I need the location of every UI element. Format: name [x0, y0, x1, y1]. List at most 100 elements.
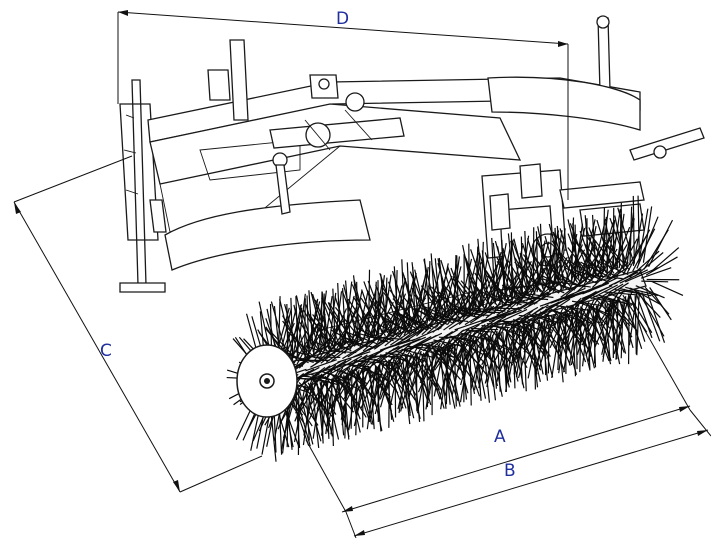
brush-bristle [352, 296, 381, 338]
brush-bristle [282, 320, 311, 358]
brush-bristle [581, 296, 606, 346]
brush-bristle [457, 329, 483, 372]
brush-bristle [527, 319, 541, 379]
brush-bristle [497, 290, 528, 304]
brush-bristle [524, 231, 528, 293]
brush-bristle [487, 336, 497, 401]
brush-bristle [523, 316, 553, 331]
brush-bristle [627, 296, 630, 365]
brush-bristle [646, 290, 666, 343]
brush-bristle [360, 297, 386, 337]
brush-bristle [319, 334, 352, 352]
brush-bristle [626, 229, 651, 274]
brush-bristle [596, 219, 613, 271]
brush-bristle [569, 223, 591, 278]
brush-bristle [414, 273, 427, 327]
brush-bristle [474, 307, 506, 312]
brush-bristle [543, 298, 571, 318]
brush-bristle [395, 346, 419, 384]
brush-bristle [419, 339, 446, 384]
brush-bristle [370, 336, 405, 340]
brush-bristle [541, 308, 564, 354]
brush-bristle [304, 385, 322, 442]
brush-bristle [439, 342, 455, 400]
brush-bristle [486, 275, 513, 304]
brush-bristle [392, 298, 422, 329]
brush-bristle [641, 280, 669, 283]
brush-bristle [337, 354, 368, 375]
brush-bristle [447, 324, 480, 348]
brush-bristle [419, 266, 429, 325]
brush-bristle [474, 272, 498, 306]
brush-bristle [563, 302, 585, 345]
brush-bristle [379, 272, 400, 330]
brush-bristle [308, 314, 333, 351]
brush-bristle [521, 243, 539, 292]
brush-bristle [619, 269, 649, 284]
brush-bristle [397, 354, 412, 410]
brush-bristle [590, 284, 618, 300]
brush-bristle [581, 301, 609, 318]
brush-bristle [440, 259, 459, 314]
brush-bristle [478, 254, 489, 309]
brush-bristle [506, 259, 530, 297]
brush-bristle [571, 313, 577, 377]
dimension-a: A [305, 321, 691, 513]
spring-assembly [269, 92, 405, 215]
brush-bristle [449, 332, 472, 371]
brush-bristle [423, 289, 454, 320]
brush-bristle [344, 280, 351, 342]
brush-bristle [298, 320, 322, 355]
brush-bristle [373, 330, 401, 350]
brush-bristle [629, 206, 633, 265]
brush-bristle [460, 280, 487, 311]
brush-bristle [510, 240, 524, 295]
brush-bristle [635, 285, 665, 299]
brush-bristle [596, 283, 624, 301]
brush-bristle [648, 219, 674, 268]
brush-bristle [584, 293, 610, 332]
brush-bristle [587, 261, 618, 278]
brush-bristle [316, 367, 344, 410]
brush-bristle [505, 330, 519, 382]
brush-bristle [564, 290, 592, 300]
brush-bristle [447, 309, 480, 318]
motor-housing [481, 127, 705, 327]
brush-bristle [518, 325, 538, 375]
brush-bristle [427, 285, 450, 319]
brush-bristle [403, 336, 432, 352]
brush-bristle [305, 359, 337, 372]
brush-bristle [400, 313, 432, 330]
brush-bristle [295, 375, 318, 414]
brush-bristle [650, 247, 680, 273]
brush-bristle [563, 310, 574, 373]
brush-bristle [367, 280, 389, 334]
lift-arm [487, 15, 641, 131]
brush-bristle [397, 336, 426, 350]
brush-bristle [290, 297, 294, 358]
brush-bristle [292, 385, 319, 426]
brush-bristle [551, 240, 578, 283]
brush-bristle [649, 287, 672, 321]
brush-bristle [514, 257, 536, 295]
brush-bristle [511, 240, 533, 294]
brush-bristle [470, 249, 490, 305]
brush-bristle [423, 259, 439, 319]
dimension-label-a: A [494, 427, 506, 447]
brush-bristle [632, 228, 656, 272]
brush-bristle [309, 317, 338, 351]
brush-bristle [375, 284, 394, 332]
brush-bristle [330, 375, 340, 435]
brush-bristle [279, 299, 295, 358]
brush-bristle [423, 258, 431, 320]
brush-bristle [303, 380, 317, 436]
brush-bristle [604, 302, 625, 353]
brush-bristle [320, 382, 324, 444]
brush-bristle [466, 273, 493, 308]
brush-bristle [602, 296, 620, 358]
brush-bristle [617, 207, 635, 265]
brush-bristle [402, 271, 421, 324]
brush-bristle [624, 297, 643, 350]
brush-bristle [445, 346, 449, 405]
brush-bristle [469, 309, 501, 314]
